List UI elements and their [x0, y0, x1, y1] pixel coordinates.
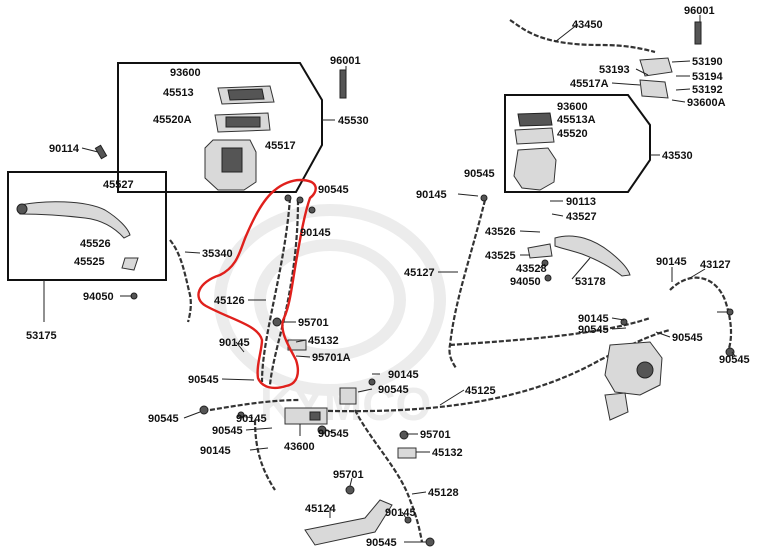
part-label-90545-left-low: 90545: [148, 413, 179, 425]
part-label-45513: 45513: [163, 87, 194, 99]
part-label-90545-center: 90545: [378, 384, 409, 396]
part-label-90545-caliper: 90545: [578, 324, 609, 336]
highlight-outline: [197, 178, 317, 390]
part-label-95701-upper: 95701: [298, 317, 329, 329]
part-label-45124: 45124: [305, 503, 336, 515]
leader-lines: [43, 15, 736, 543]
part-label-95701-lower: 95701: [420, 429, 451, 441]
part-label-90145-left-low: 90145: [236, 413, 267, 425]
part-label-90545-left-lower: 90545: [212, 425, 243, 437]
part-label-43527: 43527: [566, 211, 597, 223]
part-label-45128: 45128: [428, 487, 459, 499]
part-label-45520A: 45520A: [153, 114, 192, 126]
part-label-45132-lower: 45132: [432, 447, 463, 459]
part-label-45527: 45527: [103, 179, 134, 191]
part-label-90145-bottom: 90145: [385, 507, 416, 519]
part-label-90145-bottom-left: 90145: [200, 445, 231, 457]
part-label-90145-right-top: 90145: [656, 256, 687, 268]
part-label-94050-left: 94050: [83, 291, 114, 303]
part-label-53175: 53175: [26, 330, 57, 342]
part-label-45513A: 45513A: [557, 114, 596, 126]
part-label-43525: 43525: [485, 250, 516, 262]
part-label-90545-right-hose: 90545: [464, 168, 495, 180]
part-label-53192: 53192: [692, 84, 723, 96]
part-label-45525: 45525: [74, 256, 105, 268]
part-label-45517: 45517: [265, 140, 296, 152]
part-label-43530: 43530: [662, 150, 693, 162]
part-label-45526: 45526: [80, 238, 111, 250]
part-label-90145-center: 90145: [388, 369, 419, 381]
part-label-53193: 53193: [599, 64, 630, 76]
part-label-90145-left-mid: 90145: [219, 337, 250, 349]
components: [16, 21, 735, 547]
part-label-90545-top: 90545: [318, 184, 349, 196]
part-label-90145-right-hose: 90145: [416, 189, 447, 201]
part-label-35340: 35340: [202, 248, 233, 260]
part-label-45520: 45520: [557, 128, 588, 140]
part-labels: 43450 96001 53190 53193 53194 45517A 531…: [26, 5, 750, 549]
part-label-95701-bottom: 95701: [333, 469, 364, 481]
part-label-93600A: 93600A: [687, 97, 726, 109]
part-label-43528: 43528: [516, 263, 547, 275]
part-label-90545-valve: 90545: [318, 428, 349, 440]
part-label-90545-far-right: 90545: [719, 354, 750, 366]
left-master-cylinder-group-box: [117, 62, 323, 193]
part-label-53194: 53194: [692, 71, 723, 83]
part-label-90145-top: 90145: [300, 227, 331, 239]
part-label-45530: 45530: [338, 115, 369, 127]
part-label-45132-upper: 45132: [308, 335, 339, 347]
part-label-96001-left: 96001: [330, 55, 361, 67]
left-lever-group-box: [7, 171, 167, 281]
part-label-45517A: 45517A: [570, 78, 609, 90]
part-label-43526: 43526: [485, 226, 516, 238]
part-label-53190: 53190: [692, 56, 723, 68]
part-label-90545-caliper-right: 90545: [672, 332, 703, 344]
part-label-90545-left-mid: 90545: [188, 374, 219, 386]
part-label-45127: 45127: [404, 267, 435, 279]
right-master-cylinder-group-box: [504, 94, 651, 193]
part-label-43127: 43127: [700, 259, 731, 271]
part-label-53178: 53178: [575, 276, 606, 288]
part-label-94050-right: 94050: [510, 276, 541, 288]
part-label-93600-right: 93600: [557, 101, 588, 113]
part-label-90145-caliper: 90145: [578, 313, 609, 325]
watermark-logo: KYMCO: [214, 204, 446, 430]
part-label-45125: 45125: [465, 385, 496, 397]
part-label-43450: 43450: [572, 19, 603, 31]
part-label-93600-left: 93600: [170, 67, 201, 79]
part-label-45126: 45126: [214, 295, 245, 307]
part-label-95701A: 95701A: [312, 352, 351, 364]
part-label-90545-bottom: 90545: [366, 537, 397, 549]
part-label-96001-right: 96001: [684, 5, 715, 17]
part-label-43600: 43600: [284, 441, 315, 453]
part-label-90114: 90114: [49, 143, 80, 155]
part-label-90113: 90113: [566, 196, 596, 208]
